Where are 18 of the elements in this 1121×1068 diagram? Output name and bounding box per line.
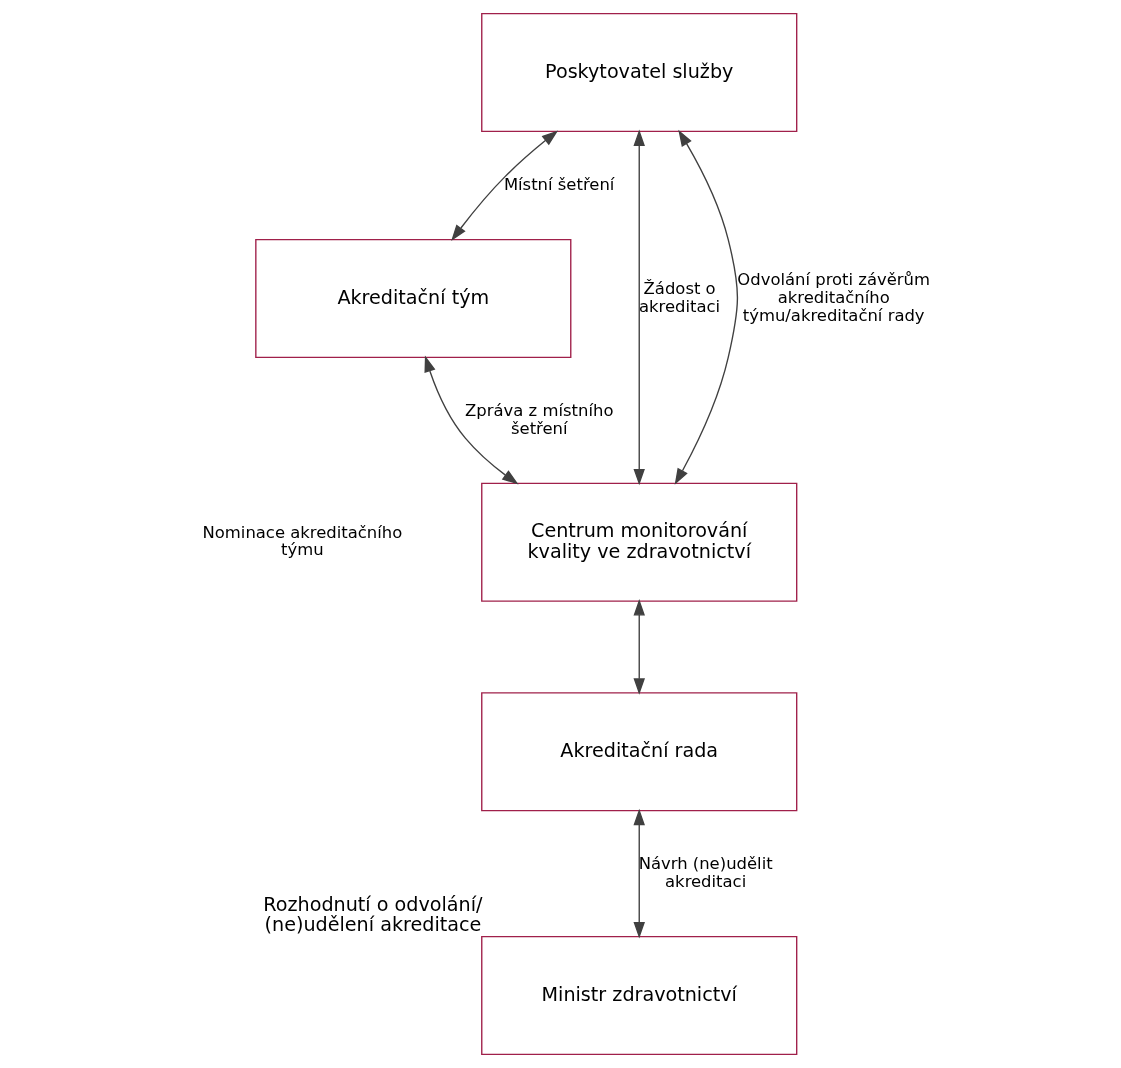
arrow (633, 808, 645, 939)
arrow (674, 129, 739, 485)
edge-label: Zpráva z místního šetření (465, 400, 614, 438)
node-box: Akreditační tým (255, 238, 572, 359)
node-box: Akreditační rada (481, 692, 798, 812)
label: Nominace akreditačního týmu (202, 522, 403, 560)
node-box: Centrum monitorování kvality ve zdravotnictví (481, 482, 798, 602)
edge-label: Odvolání proti závěrům akreditačního týmu/akreditační rady (737, 269, 931, 325)
edge-label: Návrh (ne)udělit akreditaci (638, 853, 773, 891)
arrow (633, 129, 645, 486)
edge-label: Žádost o akreditaci (639, 278, 721, 316)
node-box: Ministr zdravotnictví (481, 935, 798, 1055)
arrow (424, 355, 519, 485)
node-box: Poskytovatel služby (481, 13, 798, 133)
edge-label: Místní šetření (503, 174, 615, 194)
arrow (633, 599, 645, 695)
node-label: Rozhodnutí o odvolání/ (ne)udělení akreditace (263, 892, 483, 937)
arrow (451, 130, 559, 242)
